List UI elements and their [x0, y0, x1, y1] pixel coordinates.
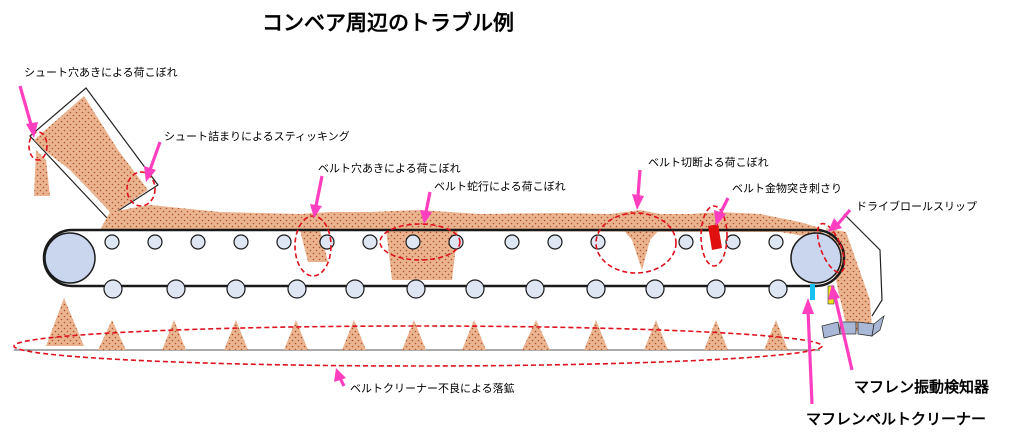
ring-belt-meander [379, 223, 461, 261]
head-drive-roll [790, 232, 842, 284]
label-belt-metal: ベルト金物突き刺さり [732, 181, 842, 195]
diagram-title: コンベア周辺のトラブル例 [262, 11, 514, 35]
label-belt-meander: ベルト蛇行による荷こぼれ [434, 179, 566, 193]
tail-pulley [44, 232, 96, 284]
label-chute-hole: シュート穴あきによる荷こぼれ [24, 65, 178, 79]
ring-cleaner-fall [13, 325, 823, 367]
return-rollers [103, 279, 788, 299]
meander-spill [386, 228, 458, 280]
label-belt-hole: ベルト穴あきによる荷こぼれ [318, 161, 461, 175]
belt-cleaner-blade [810, 284, 815, 300]
carrier-rollers [104, 234, 784, 250]
ring-belt-metal [700, 205, 728, 267]
fallen-ore-piles [46, 298, 788, 350]
ring-chute-hole [28, 131, 48, 161]
metal-object [708, 224, 722, 250]
label-belt-cleaner: マフレンベルトクリーナー [806, 410, 986, 428]
chute [29, 87, 159, 219]
label-chute-clog: シュート詰まりによるスティッキング [164, 129, 350, 143]
label-vibration-detector: マフレン振動検知器 [854, 378, 990, 396]
label-cleaner-fall: ベルトクリーナー不良による落鉱 [350, 381, 515, 395]
belt-cut-spill [610, 214, 672, 270]
callout-arrows [18, 85, 854, 405]
discharge-chute [843, 213, 883, 317]
discharge-liners [821, 314, 885, 339]
label-drive-slip: ドライブロールスリップ [856, 199, 977, 213]
ring-drive-slip [816, 222, 846, 274]
ring-belt-cut [595, 212, 677, 274]
ring-belt-hole [294, 215, 332, 277]
ring-chute-clog [126, 171, 156, 207]
belt-loop [42, 228, 846, 288]
label-belt-cut: ベルト切断よる荷こぼれ [648, 155, 769, 169]
